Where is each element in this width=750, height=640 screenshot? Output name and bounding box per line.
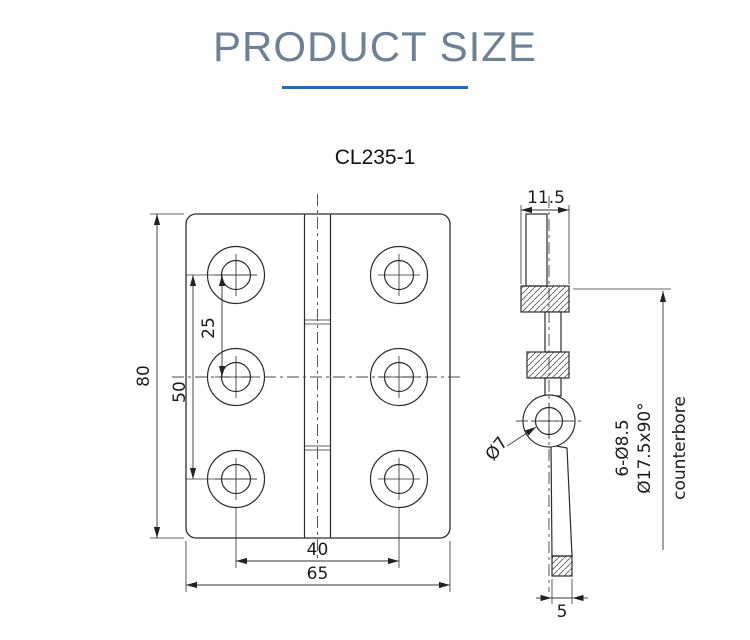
dim-25-label: 25 [199,317,219,339]
model-number: CL235-1 [334,146,416,169]
front-view: 80 50 25 40 [134,194,464,592]
dim-80-label: 80 [134,365,154,387]
dim-65-label: 65 [307,564,329,584]
counterbore-note: 6-Ø8.5 Ø17.5x90° counterbore [573,288,690,550]
side-top-plate [525,213,548,287]
dim-5-label: 5 [557,602,568,622]
side-lower-leaf [550,444,573,557]
dim-pin-hole-label: Ø7 [482,433,513,464]
hinge-body-outline [185,213,451,539]
dimension-thickness-11-5: 11.5 [520,188,570,284]
screw-hole [369,245,429,305]
dim-11-5-label: 11.5 [527,188,565,208]
note-counterbore-word-label: counterbore [670,396,690,500]
note-counterbore-size-label: Ø17.5x90° [635,402,655,493]
pin-hole-callout: Ø7 [482,426,537,465]
dimension-hole-span-40: 40 [235,508,400,568]
dim-50-label: 50 [170,381,190,403]
screw-hole [206,347,266,407]
side-view: 11.5 Ø7 6-Ø8.5 Ø17.5x90° counterbore [482,188,690,622]
side-mid-plate [544,311,562,353]
dimension-height-80: 80 [134,213,184,539]
dimension-thickness-5: 5 [536,579,588,622]
dim-40-label: 40 [307,540,329,560]
side-knuckle-neck [544,377,562,397]
page-header: PRODUCT SIZE [0,0,750,90]
side-bottom-block [551,555,573,577]
page-title: PRODUCT SIZE [213,23,537,70]
side-counterbore-flange [526,351,570,379]
dimension-width-65: 65 [185,541,451,592]
dimension-hole-pitch-25: 25 [199,275,226,377]
screw-hole [369,347,429,407]
note-holes-label: 6-Ø8.5 [613,419,633,476]
title-underline [282,86,468,90]
side-counterbore-flange [520,285,570,313]
screw-hole [369,449,429,509]
